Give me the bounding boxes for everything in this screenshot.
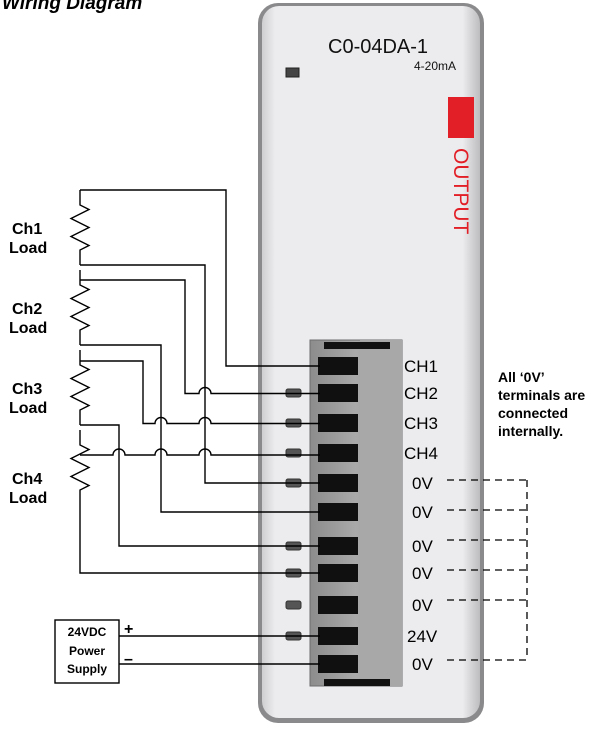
- load-labels: Ch1 Load Ch2 Load Ch3 Load Ch4 Load: [9, 221, 47, 507]
- ch2-return-wire: [80, 344, 320, 513]
- ch1-load-resistor: [69, 190, 91, 265]
- ch4-load-label-line1: Ch4: [12, 471, 42, 488]
- power-supply-line3: Supply: [67, 662, 107, 676]
- ch1-load-label-line1: Ch1: [12, 221, 42, 238]
- ch4-load-resistor: [69, 430, 91, 505]
- module-side-latch: [285, 600, 302, 610]
- terminal-screw: [318, 627, 358, 645]
- terminal-screw: [318, 357, 358, 375]
- ch1-return-wire: [80, 264, 320, 484]
- terminal-block-bottom-tab: [324, 679, 390, 686]
- terminal-label: 0V: [412, 537, 433, 556]
- module-signal: 4-20mA: [414, 59, 456, 73]
- terminal-label: 0V: [412, 655, 433, 674]
- ch3-signal-wire: [80, 360, 320, 425]
- terminal-screw: [318, 537, 358, 555]
- module-side-latch: [285, 448, 302, 458]
- terminal-block-top-tab: [324, 342, 390, 349]
- ch4-return-wire: [79, 505, 320, 574]
- terminal-label: 0V: [412, 474, 433, 493]
- power-supply-box: [54, 619, 120, 684]
- power-supply-plus: +: [124, 621, 133, 638]
- ch4-load-label-line2: Load: [9, 490, 47, 507]
- ch2-load-resistor: [69, 270, 91, 345]
- terminal-screw: [318, 596, 358, 614]
- terminal-screw: [318, 414, 358, 432]
- terminal-screw: [318, 474, 358, 492]
- note-line2: terminals are: [498, 387, 585, 403]
- ch3-load-label-line1: Ch3: [12, 381, 42, 398]
- terminal-label: CH4: [404, 444, 438, 463]
- terminal-label: 24V: [407, 627, 438, 646]
- ch3-return-wire: [80, 424, 320, 547]
- power-supply-line2: Power: [69, 644, 105, 658]
- ch2-load-label-line2: Load: [9, 320, 47, 337]
- power-supply-line1: 24VDC: [68, 625, 107, 639]
- terminal-label: 0V: [412, 596, 433, 615]
- terminal-label: 0V: [412, 503, 433, 522]
- status-led: [285, 67, 300, 78]
- terminal-label: CH3: [404, 414, 438, 433]
- terminal-label: 0V: [412, 564, 433, 583]
- terminal-label: CH1: [404, 357, 438, 376]
- ch1-load-label-line2: Load: [9, 240, 47, 257]
- output-label: OUTPUT: [449, 148, 472, 235]
- ch2-signal-wire: [80, 279, 320, 395]
- terminal-screw: [318, 384, 358, 402]
- note-line3: connected: [498, 405, 568, 421]
- output-indicator: [448, 97, 474, 138]
- terminal-block-side: [360, 340, 402, 686]
- ch3-load-resistor: [69, 350, 91, 425]
- diagram-heading: Wiring Diagram: [2, 0, 142, 14]
- power-supply-minus: –: [124, 651, 133, 668]
- terminal-screw: [318, 503, 358, 521]
- load-resistors: [69, 190, 91, 505]
- note-line4: internally.: [498, 423, 563, 439]
- terminal-screw: [318, 444, 358, 462]
- note-line1: All ‘0V’: [498, 369, 545, 385]
- terminal-screw: [318, 655, 358, 673]
- terminal-label: CH2: [404, 384, 438, 403]
- internal-connection-note: All ‘0V’ terminals are connected interna…: [498, 369, 585, 439]
- ch2-load-label-line1: Ch2: [12, 301, 42, 318]
- power-supply: 24VDC Power Supply + –: [54, 619, 133, 684]
- wires: [79, 189, 320, 665]
- ch3-load-label-line2: Load: [9, 400, 47, 417]
- ch1-signal-wire: [80, 189, 320, 367]
- terminal-screw: [318, 564, 358, 582]
- module-model: C0-04DA-1: [328, 36, 428, 58]
- internal-0v-links: [447, 479, 528, 661]
